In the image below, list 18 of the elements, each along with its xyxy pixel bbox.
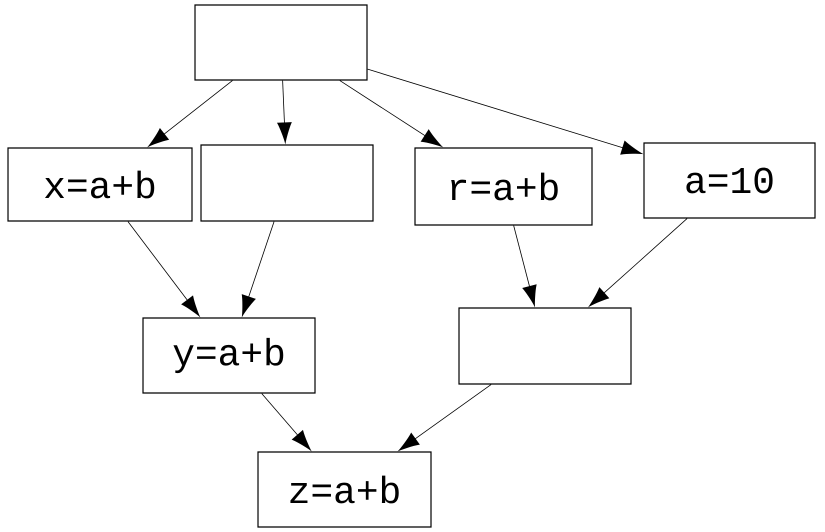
arrow <box>128 221 200 316</box>
arrow <box>367 68 642 155</box>
arrow <box>513 225 537 306</box>
process-box: y=a+b <box>142 317 316 394</box>
arrow <box>277 80 292 143</box>
arrow <box>339 80 442 147</box>
process-box: r=a+b <box>414 147 593 226</box>
process-box: x=a+b <box>7 147 193 222</box>
arrow <box>261 393 311 450</box>
arrow <box>148 80 233 147</box>
arrow <box>588 218 688 307</box>
process-box: z=a+b <box>257 451 432 528</box>
empty-box <box>458 307 632 385</box>
arrow <box>242 221 274 316</box>
empty-box <box>194 4 368 81</box>
arrow <box>398 384 492 451</box>
process-box: a=10 <box>643 142 816 219</box>
empty-box <box>200 144 374 222</box>
